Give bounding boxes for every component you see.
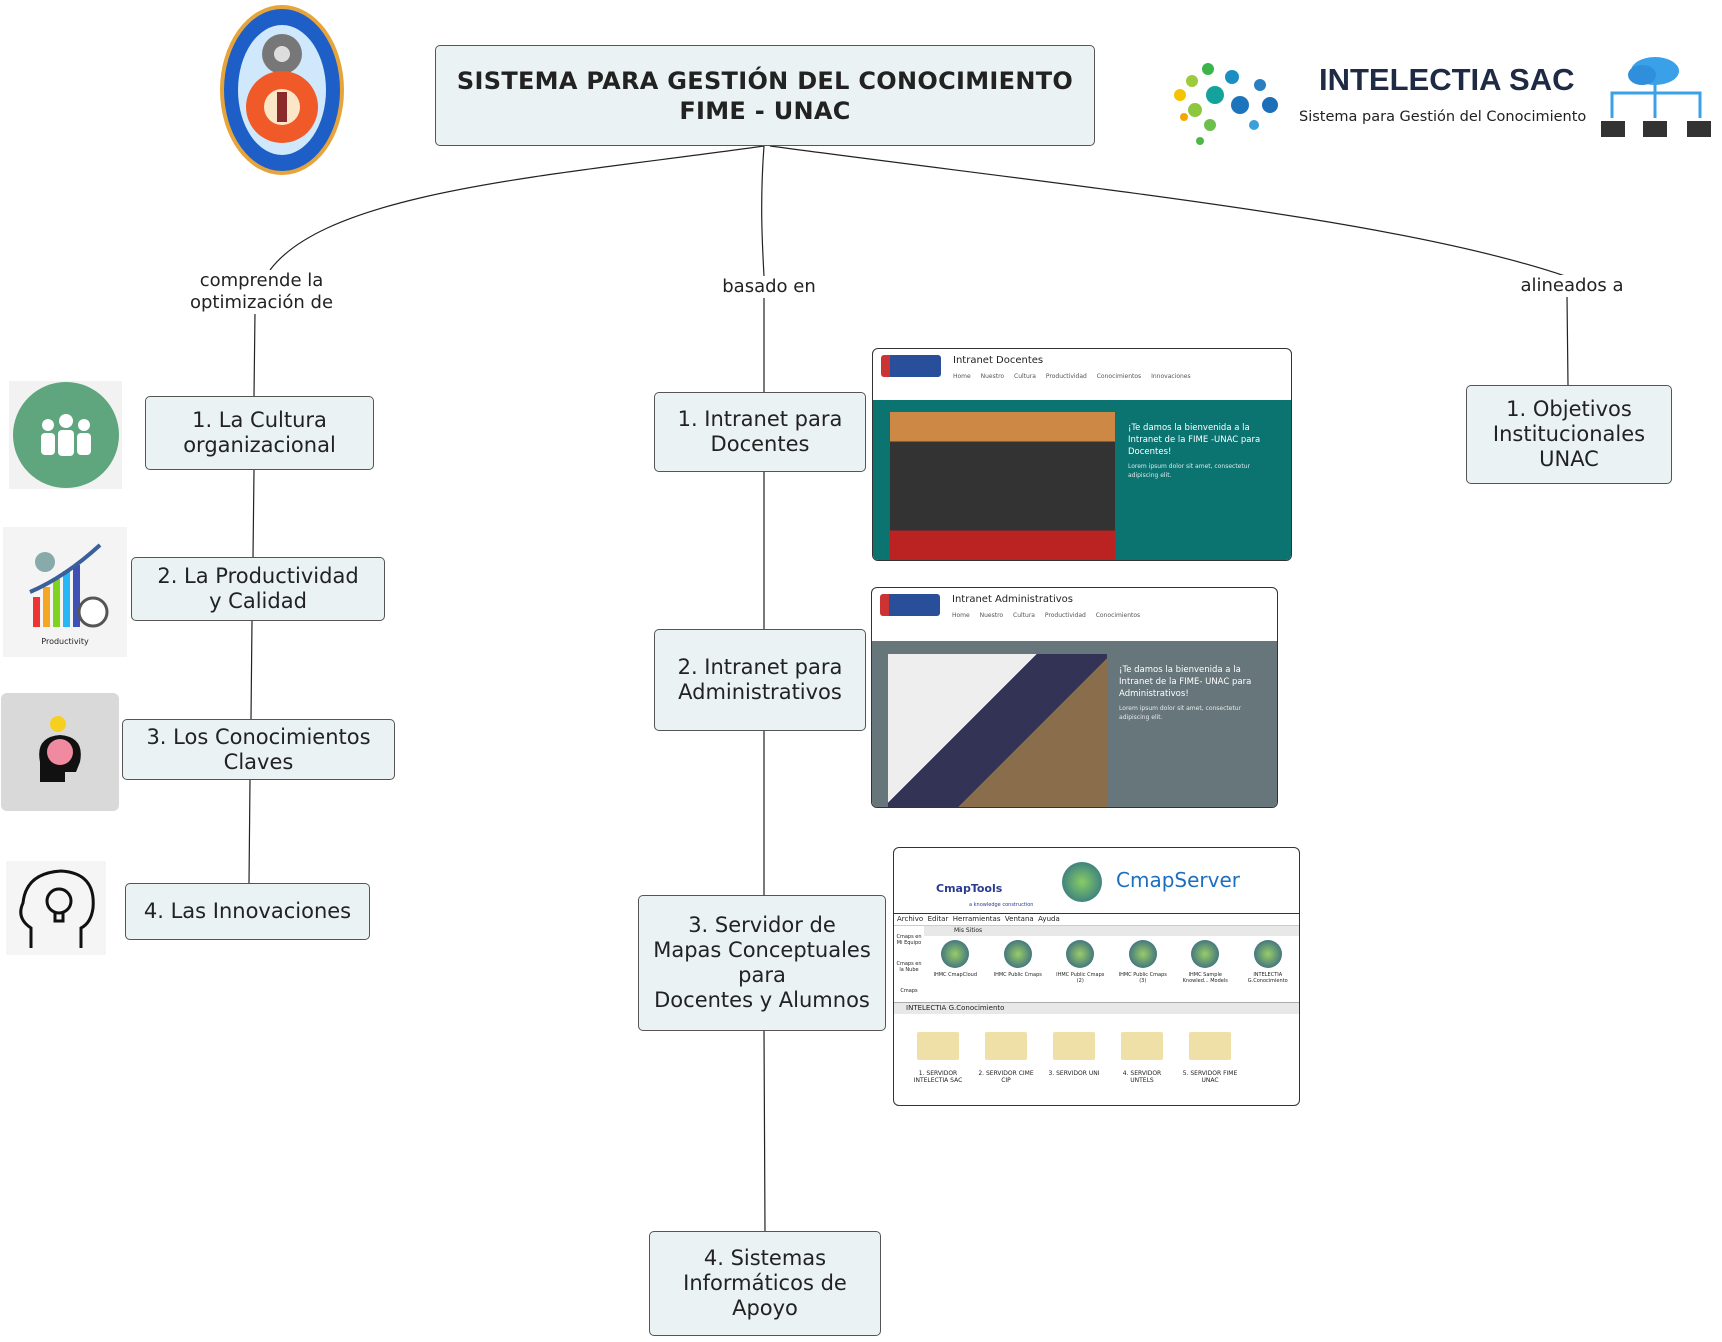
- cmapserver-brand: CmapServer: [1116, 868, 1240, 892]
- cloud-network-icon: [1597, 53, 1716, 143]
- site-item[interactable]: IHMC Public Cmaps (3): [1115, 940, 1170, 984]
- brain-knowledge-icon: [1, 693, 119, 811]
- folder-item[interactable]: 3. SERVIDOR UNI: [1044, 1032, 1104, 1084]
- side-cmaps[interactable]: Cmaps: [900, 988, 918, 995]
- unac-seal-logo: [217, 2, 347, 177]
- folder-item[interactable]: 2. SERVIDOR CIME CIP: [976, 1032, 1036, 1084]
- site-item[interactable]: IHMC Public Cmaps (2): [1053, 940, 1108, 984]
- sites-dropdown[interactable]: Mis Sitios: [924, 926, 1299, 936]
- line-title-right: [769, 145, 1569, 386]
- concept-node-conocimientos[interactable]: 3. Los Conocimientos Claves: [122, 719, 395, 780]
- concept-node-servidor-mapas[interactable]: 3. Servidor de Mapas Conceptuales para D…: [638, 895, 886, 1031]
- side-nube[interactable]: Cmaps en la Nube: [896, 960, 922, 973]
- intelectia-logo: [1170, 55, 1286, 149]
- intelectia-tagline: Sistema para Gestión del Conocimiento: [1299, 109, 1587, 125]
- welcome-docentes: ¡Te damos la bienvenida a la Intranet de…: [1127, 423, 1261, 458]
- cmapserver-screenshot: CmapTools a knowledge construction CmapS…: [893, 847, 1300, 1106]
- cmaptools-brand: CmapTools: [936, 882, 1003, 895]
- site-item[interactable]: IHMC Sample Knowled... Models: [1178, 940, 1233, 984]
- concept-node-intranet-administrativos[interactable]: 2. Intranet para Administrativos: [654, 629, 866, 731]
- productivity-caption: Productivity: [41, 637, 89, 646]
- site-item[interactable]: INTELECTIA G.Conocimiento: [1240, 940, 1295, 984]
- folder-bar: INTELECTIA G.Conocimiento: [894, 1002, 1299, 1014]
- folder-item[interactable]: 4. SERVIDOR UNTELS: [1112, 1032, 1172, 1084]
- fime-logo: [880, 594, 940, 616]
- concept-node-sistemas-apoyo[interactable]: 4. Sistemas Informáticos de Apoyo: [649, 1231, 881, 1336]
- folder-item[interactable]: 1. SERVIDOR INTELECTIA SAC: [908, 1032, 968, 1084]
- concept-node-innovaciones[interactable]: 4. Las Innovaciones: [125, 883, 370, 940]
- site-item[interactable]: IHMC CmapCloud: [928, 940, 983, 984]
- folder-item[interactable]: 5. SERVIDOR FIME UNAC: [1180, 1032, 1240, 1084]
- fime-logo: [881, 355, 941, 377]
- productivity-chart-icon: Productivity: [3, 527, 127, 657]
- people-group-icon: [9, 381, 122, 489]
- group-photo: [889, 412, 1116, 560]
- line-title-left: [269, 145, 765, 271]
- intelectia-name: INTELECTIA SAC: [1319, 62, 1575, 97]
- line-title-middle: [761, 145, 766, 1232]
- welcome-administrativos: ¡Te damos la bienvenida a la Intranet de…: [1119, 664, 1252, 699]
- link-label-middle: basado en: [710, 276, 828, 298]
- concept-node-cultura[interactable]: 1. La Cultura organizacional: [145, 396, 374, 470]
- concept-node-objetivos[interactable]: 1. Objetivos Institucionales UNAC: [1466, 385, 1672, 484]
- side-mi-equipo[interactable]: Cmaps en Mi Equipo: [896, 933, 922, 946]
- globe-icon: [1062, 862, 1102, 902]
- office-photo: [888, 653, 1107, 807]
- concept-node-intranet-docentes[interactable]: 1. Intranet para Docentes: [654, 392, 866, 472]
- link-label-left: comprende la optimización de: [175, 270, 348, 314]
- root-title-node: SISTEMA PARA GESTIÓN DEL CONOCIMIENTO FI…: [435, 45, 1095, 146]
- site-item[interactable]: IHMC Public Cmaps: [990, 940, 1045, 984]
- intranet-docentes-title: Intranet Docentes: [953, 355, 1044, 366]
- link-label-right: alineados a: [1508, 275, 1636, 297]
- concept-node-productividad[interactable]: 2. La Productividad y Calidad: [131, 557, 385, 621]
- cmap-menu: Archivo Editar Herramientas Ventana Ayud…: [894, 914, 1299, 926]
- intranet-admin-title: Intranet Administrativos: [952, 594, 1074, 605]
- cmaptools-subtitle: a knowledge construction: [969, 902, 1034, 908]
- head-lightbulb-icon: [6, 861, 106, 955]
